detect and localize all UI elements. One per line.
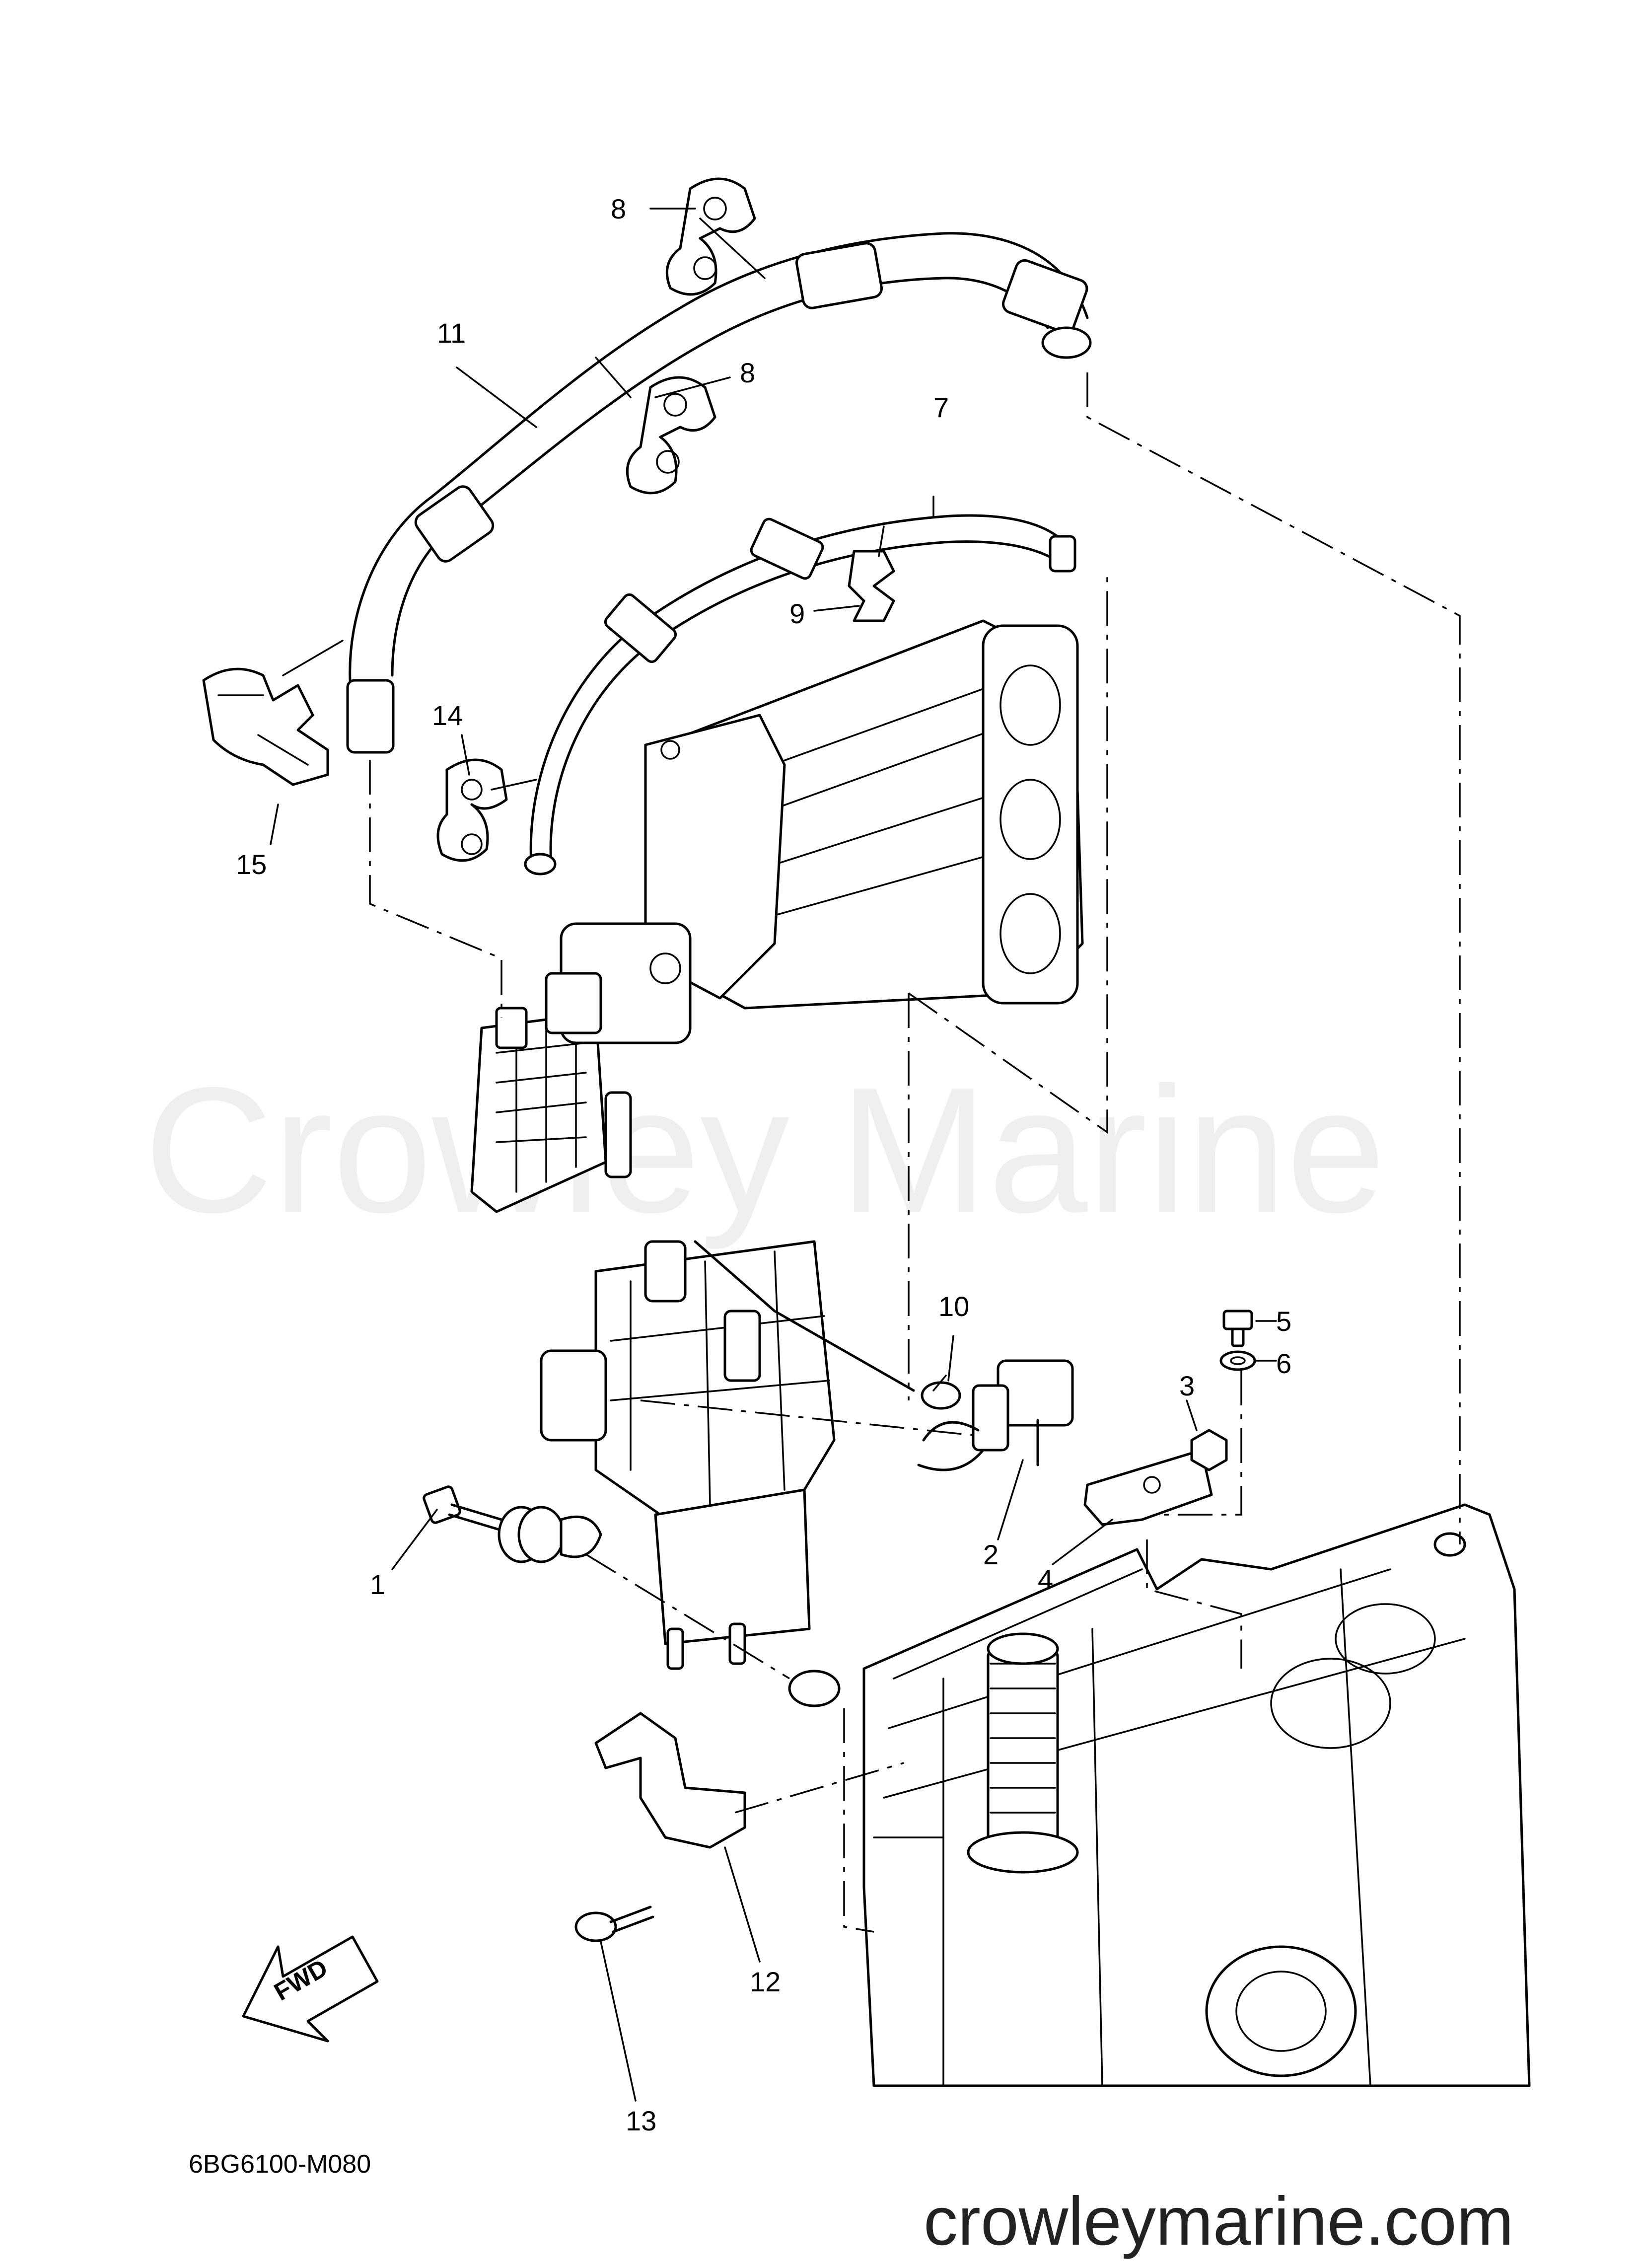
vapor-separator-assembly	[540, 1240, 915, 1670]
callout-3: 3	[1179, 1370, 1195, 1401]
throttle-body-silencer	[470, 922, 692, 1213]
part-11-vent-hose[interactable]	[346, 232, 1092, 754]
part-14-clamp[interactable]	[436, 758, 508, 862]
part-12-bracket[interactable]	[594, 1712, 746, 1849]
callout-11: 11	[437, 317, 466, 349]
assembly-guide-lines	[369, 372, 1461, 1933]
intake-manifold	[644, 619, 1084, 1010]
callout-13: 13	[626, 2105, 656, 2136]
part-8-clamp-upper[interactable]	[665, 177, 756, 296]
callout-6: 6	[1276, 1348, 1291, 1379]
callout-10: 10	[938, 1291, 969, 1322]
callout-1: 1	[370, 1569, 385, 1600]
callout-5: 5	[1276, 1306, 1291, 1337]
callout-8-lower: 8	[740, 357, 755, 388]
callout-4: 4	[1038, 1564, 1053, 1595]
callout-8-upper: 8	[611, 193, 626, 224]
watermark-text: Crowley Marine	[144, 1050, 1386, 1251]
callout-labels: 8 8 11 7 9 14 15 10 5 6 3 2 4 1 12 13	[236, 193, 1291, 2136]
part-9-clip[interactable]	[848, 550, 895, 622]
part-3-nut[interactable]	[1190, 1429, 1228, 1471]
callout-15: 15	[236, 849, 267, 880]
callout-12: 12	[750, 1966, 781, 1997]
part-2-solenoid-valve[interactable]	[917, 1359, 1074, 1471]
part-15-clamp[interactable]	[202, 667, 329, 786]
drawing-code: 6BG6100-M080	[189, 2150, 371, 2179]
part-6-washer[interactable]	[1219, 1350, 1256, 1371]
part-7-hose[interactable]	[524, 514, 1076, 876]
leader-lines	[270, 208, 1277, 2102]
grommet	[498, 1506, 841, 1707]
part-10-hose-clip[interactable]	[921, 1375, 961, 1410]
callout-9: 9	[789, 598, 805, 629]
part-8-clamp-lower[interactable]	[626, 376, 716, 495]
part-13-bolt[interactable]	[574, 1905, 654, 1942]
engine-power-head	[862, 1503, 1531, 2087]
part-1-bolt[interactable]	[423, 1485, 503, 1531]
fwd-direction-arrow: FWD	[242, 1935, 379, 2043]
callout-14: 14	[432, 700, 463, 731]
callout-2: 2	[983, 1539, 999, 1570]
callout-7: 7	[933, 392, 949, 423]
site-url[interactable]: crowleymarine.com	[924, 2183, 1514, 2260]
part-5-bolt[interactable]	[1222, 1310, 1253, 1347]
